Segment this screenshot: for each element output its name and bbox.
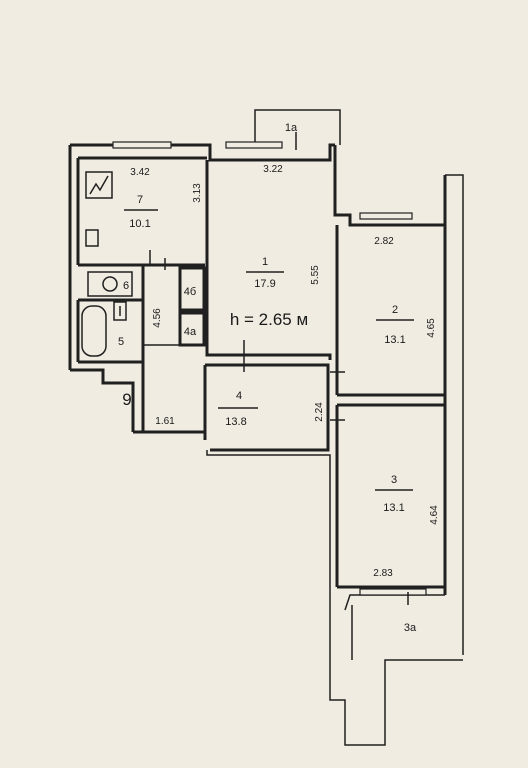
room-5-number: 5 — [118, 336, 124, 348]
room-4-area: 13.8 — [225, 416, 246, 428]
room-7-area: 10.1 — [129, 218, 150, 230]
dimension-labels: 3.42 3.13 3.22 5.55 2.82 4.65 4.56 1.61 … — [130, 164, 440, 579]
room-1-number: 1 — [262, 256, 268, 268]
stove-icon — [85, 171, 113, 199]
washbasin-icon — [102, 276, 118, 292]
room-6-number: 6 — [123, 280, 129, 292]
toilet-icon — [113, 301, 127, 321]
dim-2-82: 2.82 — [374, 236, 394, 247]
room-4-number: 4 — [236, 390, 242, 402]
room-1a-number: 1а — [285, 122, 298, 134]
dim-3-22: 3.22 — [263, 164, 283, 175]
ceiling-height: h = 2.65 м — [230, 310, 308, 329]
dim-3-42: 3.42 — [130, 167, 150, 178]
dim-1-61: 1.61 — [155, 416, 175, 427]
dim-4-64: 4.64 — [429, 505, 440, 525]
room-1-area: 17.9 — [254, 278, 275, 290]
dim-2-24: 2.24 — [314, 402, 325, 422]
dim-4-56: 4.56 — [152, 308, 163, 328]
kitchen-interior — [76, 156, 207, 432]
bathtub-icon — [81, 305, 107, 357]
room-3-number: 3 — [391, 474, 397, 486]
room-7-number: 7 — [137, 194, 143, 206]
dim-3-13: 3.13 — [192, 183, 203, 203]
outer-walls — [68, 109, 464, 746]
room-4a-number: 4а — [184, 326, 197, 338]
door-marks — [243, 132, 409, 605]
sink-icon — [85, 229, 99, 247]
windows — [112, 141, 427, 596]
room-3-area: 13.1 — [383, 502, 404, 514]
room-4b-number: 4б — [184, 286, 196, 298]
room-2-area: 13.1 — [384, 334, 405, 346]
dim-5-55: 5.55 — [310, 265, 321, 285]
bathroom-interior — [76, 266, 206, 364]
dim-4-65: 4.65 — [426, 318, 437, 338]
room-3a-number: 3а — [404, 622, 417, 634]
room-9-number: 9 — [122, 390, 131, 409]
room-2-number: 2 — [392, 304, 398, 316]
dim-2-83: 2.83 — [373, 568, 393, 579]
room-labels: 1а 7 10.1 1 17.9 h = 2.65 м 2 13.1 4 13.… — [118, 122, 417, 634]
